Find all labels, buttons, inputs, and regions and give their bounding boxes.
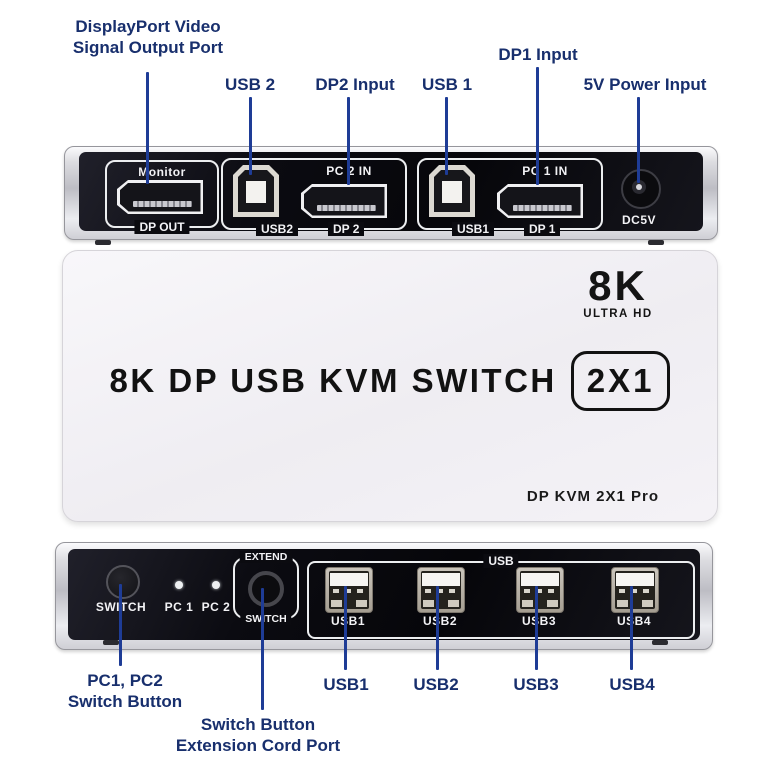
rear-panel: Monitor DP OUT PC 2 IN USB2 DP 2 PC 1 IN — [64, 146, 718, 240]
front-panel-face — [68, 549, 700, 640]
usb-hub-group: USB USB1 USB2 USB3 USB4 — [307, 554, 695, 639]
pc1-led-label: PC 1 — [164, 600, 194, 614]
dp2-port-label: DP 2 — [328, 222, 365, 236]
annotation-usb1-top: USB 1 — [421, 75, 473, 94]
monitor-label: Monitor — [138, 165, 186, 179]
usb4-front-label: USB4 — [616, 614, 651, 628]
chassis-foot — [95, 240, 111, 245]
switch-button — [106, 565, 140, 599]
annotation-usb2-bottom: USB2 — [413, 675, 459, 694]
dc5v-label: DC5V — [621, 213, 656, 227]
callout-line — [445, 97, 448, 175]
callout-line — [146, 72, 149, 184]
usb-b-port-pc1 — [429, 165, 475, 217]
chassis-foot — [652, 640, 668, 645]
chassis-foot — [103, 640, 119, 645]
usb1-port-label: USB1 — [452, 222, 495, 236]
pc1-in-label: PC 1 IN — [522, 164, 568, 178]
usb2-front-label: USB2 — [422, 614, 457, 628]
annotation-usb4-bottom: USB4 — [609, 675, 655, 694]
usb1-front-label: USB1 — [330, 614, 365, 628]
badge-8k: 8K — [588, 262, 648, 309]
annotation-power-input: 5V Power Input — [583, 75, 707, 94]
monitor-group: Monitor DP OUT — [105, 160, 219, 234]
dc-power-jack — [621, 169, 661, 209]
extend-switch-jack — [248, 571, 284, 607]
usb-b-port-pc2 — [233, 165, 279, 217]
front-panel: SWITCH PC 1 PC 2 EXTEND SWITCH USB — [55, 542, 713, 650]
callout-line — [249, 97, 252, 175]
pc2-led — [212, 581, 220, 589]
title-2x1-badge: 2X1 — [570, 351, 671, 411]
annotation-dp1-input: DP1 Input — [498, 45, 578, 64]
badge-ultra-hd: ULTRA HD — [583, 308, 653, 320]
dp1-port-label: DP 1 — [524, 222, 561, 236]
front-face: 8K ULTRA HD 8K DP USB KVM SWITCH 2X1 DP … — [62, 250, 718, 522]
dp-out-port — [117, 180, 203, 214]
extend-switch-group: EXTEND SWITCH — [233, 551, 299, 625]
callout-line — [436, 586, 439, 670]
product-title-row: 8K DP USB KVM SWITCH 2X1 — [63, 351, 717, 411]
usb3-front-label: USB3 — [521, 614, 556, 628]
model-label: DP KVM 2X1 Pro — [526, 488, 659, 505]
extend-switch-label: SWITCH — [240, 613, 292, 625]
dp-out-label: DP OUT — [134, 220, 190, 234]
pc2-in-group: PC 2 IN USB2 DP 2 — [221, 158, 407, 236]
annotation-usb1-bottom: USB1 — [323, 675, 369, 694]
usb-a-port-3 — [516, 567, 564, 613]
callout-line — [119, 584, 122, 666]
callout-line — [347, 97, 350, 185]
callout-line — [536, 67, 539, 185]
annotation-usb2-top: USB 2 — [224, 75, 276, 94]
usb2-port-label: USB2 — [256, 222, 299, 236]
callout-line — [637, 97, 640, 183]
usb-a-port-4 — [611, 567, 659, 613]
annotation-dp2-input: DP2 Input — [315, 75, 395, 94]
usb-group-label: USB — [483, 554, 519, 568]
annotation-usb3-bottom: USB3 — [513, 675, 559, 694]
chassis-foot — [648, 240, 664, 245]
annotation-extension-port: Switch Button Extension Cord Port — [175, 715, 341, 755]
pc2-led-label: PC 2 — [201, 600, 231, 614]
annotation-switch-button: PC1, PC2 Switch Button — [67, 671, 183, 711]
pc1-led — [175, 581, 183, 589]
dp2-port — [301, 184, 387, 218]
callout-line — [630, 586, 633, 670]
product-title: 8K DP USB KVM SWITCH — [109, 362, 557, 399]
pc1-in-group: PC 1 IN USB1 DP 1 — [417, 158, 603, 236]
annotation-dp-output: DisplayPort Video Signal Output Port — [72, 17, 224, 57]
callout-line — [261, 588, 264, 710]
callout-line — [535, 586, 538, 670]
usb-a-port-1 — [325, 567, 373, 613]
usb-a-port-2 — [417, 567, 465, 613]
callout-line — [344, 586, 347, 670]
extend-label: EXTEND — [239, 551, 293, 563]
dp1-port — [497, 184, 583, 218]
